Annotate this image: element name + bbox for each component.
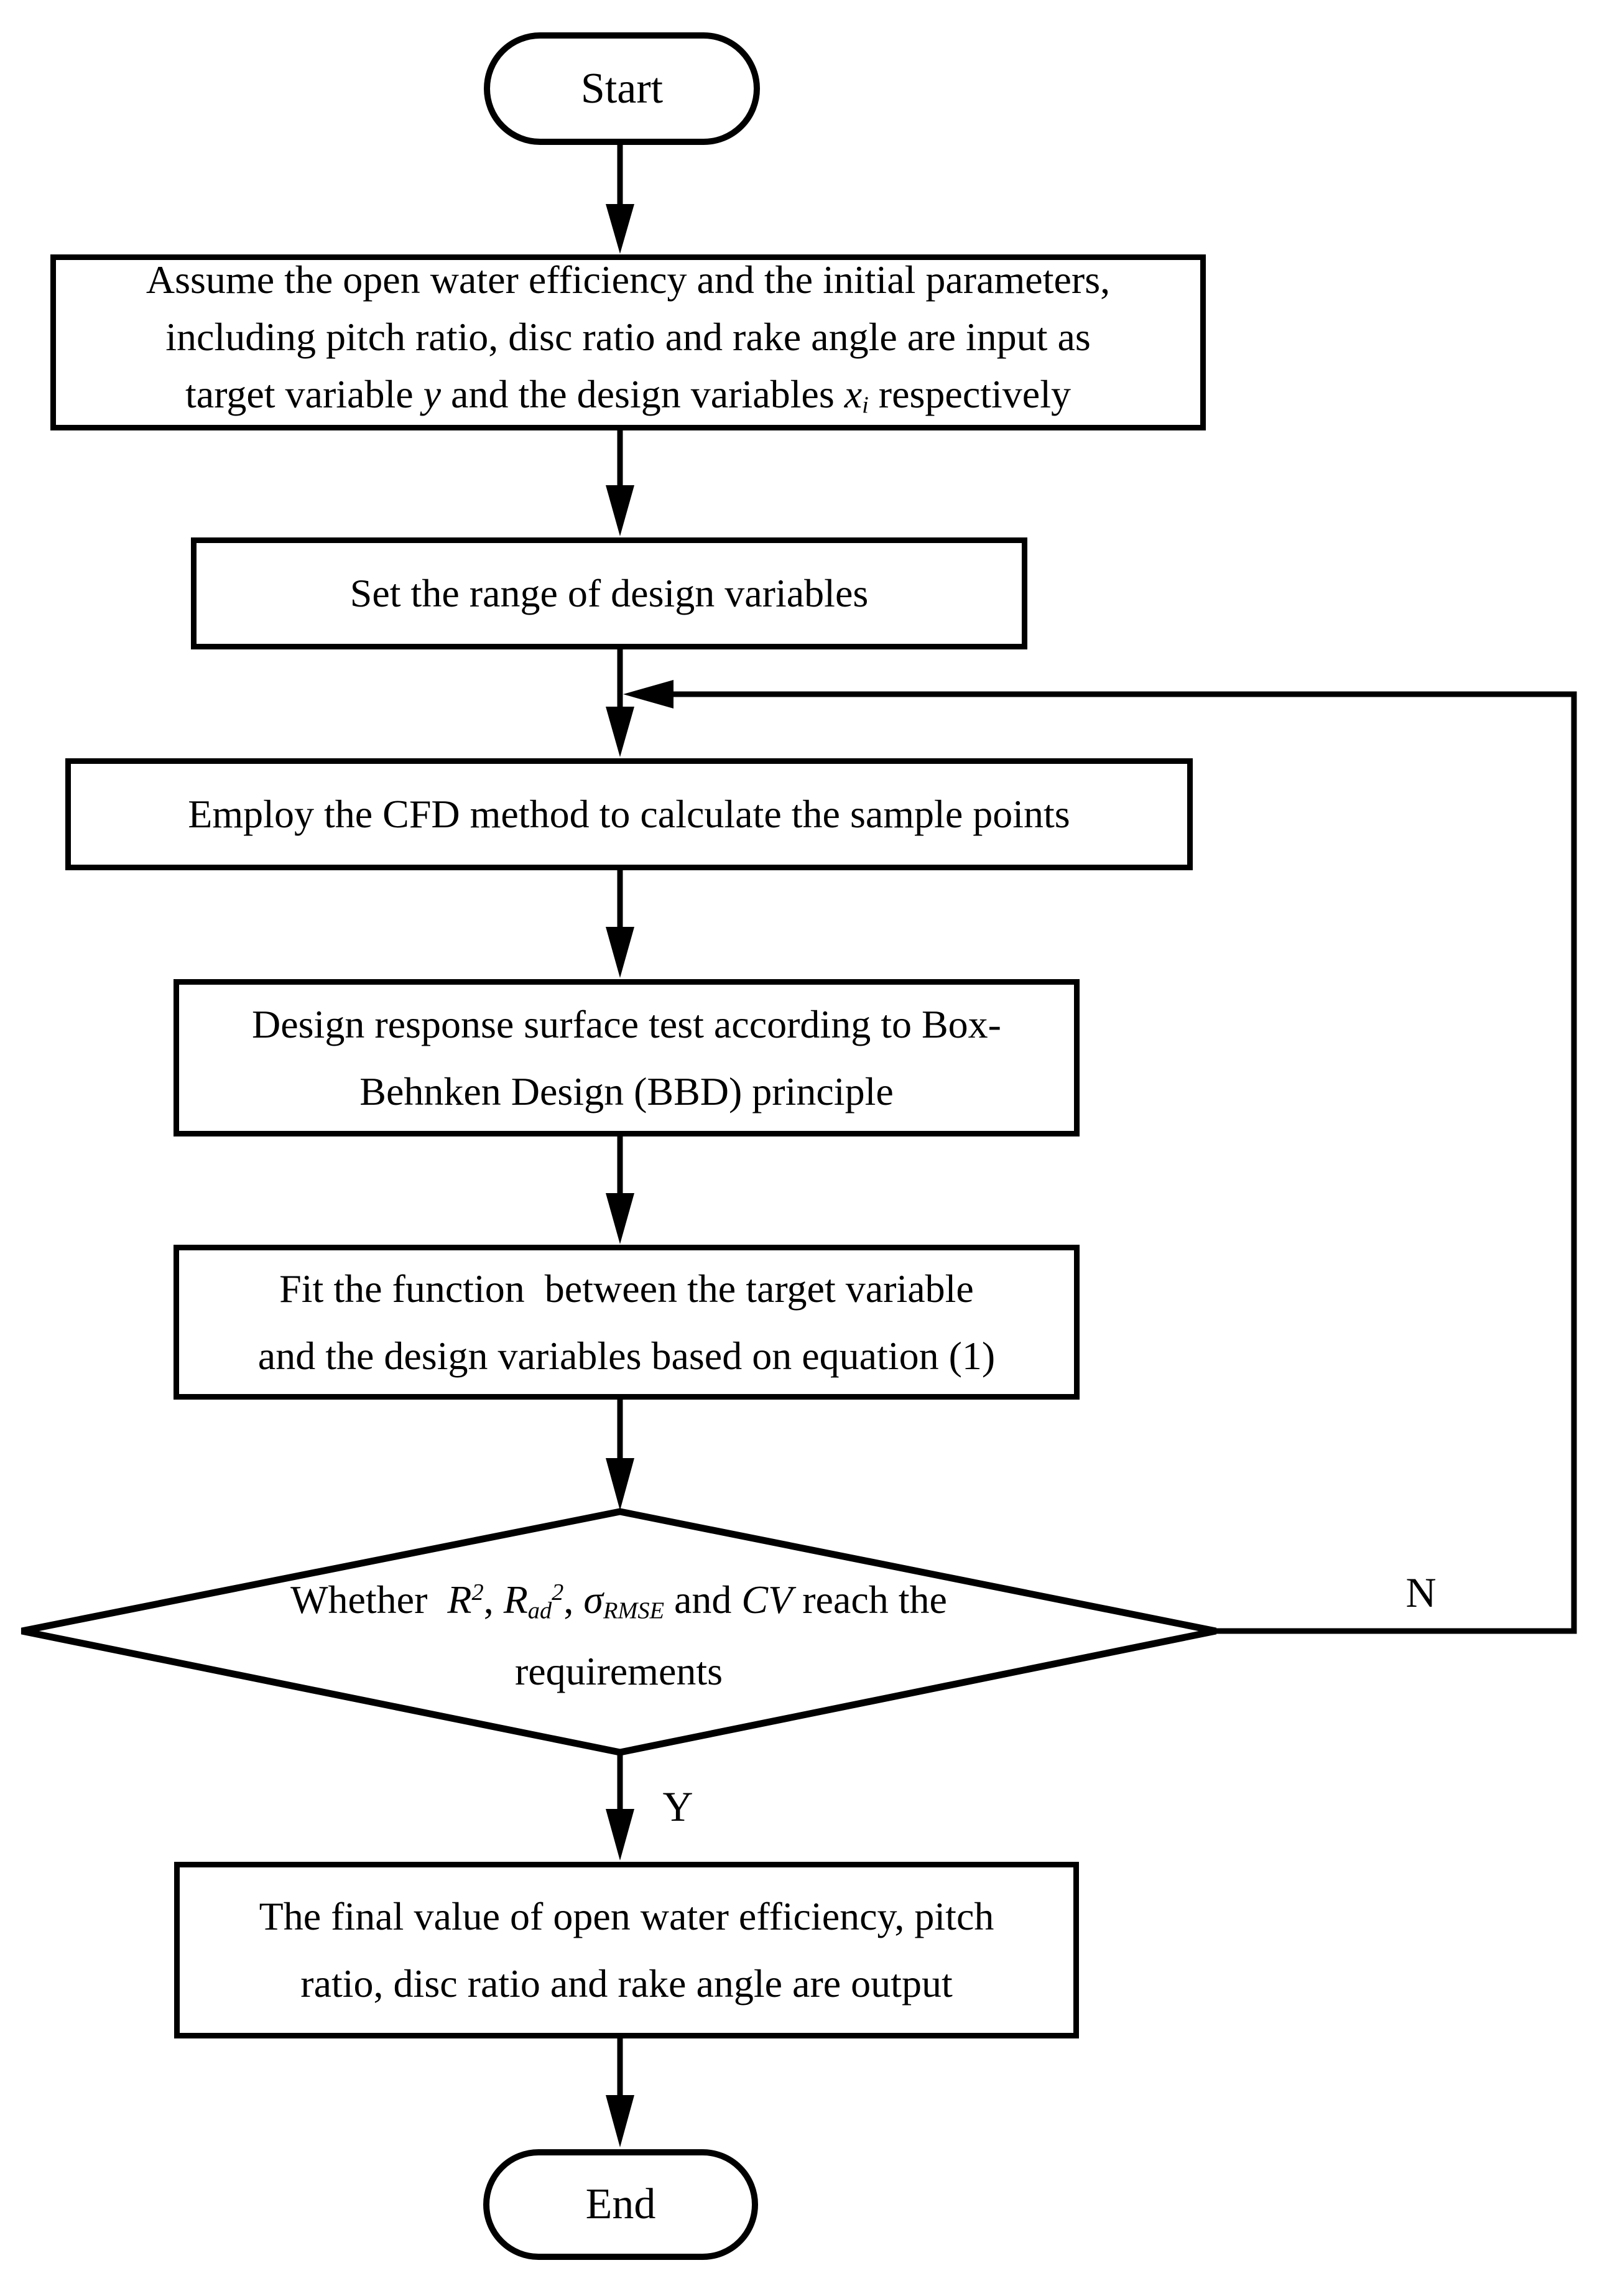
arrow-range-to-cfd [606,649,634,757]
cfd-node: Employ the CFD method to calculate the s… [65,758,1193,870]
arrow-decision-to-output [606,1752,634,1861]
no-branch-label: N [1405,1569,1437,1616]
output-node: The final value of open water efficiency… [174,1862,1079,2038]
arrow-start-to-assume [606,145,634,254]
end-label: End [585,2180,656,2228]
bbd-text: Design response surface test according t… [252,1002,1001,1113]
start-label: Start [580,64,664,113]
arrow-fit-to-decision [606,1400,634,1510]
cfd-text: Employ the CFD method to calculate the s… [188,792,1070,836]
no-feedback-connector [623,680,1577,1634]
bbd-node: Design response surface test according t… [174,979,1080,1136]
decision-text: Whether R2, Rad2, σRMSE and CV reach the… [290,1577,947,1694]
fit-text: Fit the function between the target vari… [257,1266,996,1378]
assume-input-text: Assume the open water efficiency and the… [146,257,1111,419]
arrow-assume-to-range [606,430,634,536]
assume-input-node: Assume the open water efficiency and the… [50,254,1206,430]
start-node: Start [484,32,760,145]
arrow-bbd-to-fit [606,1136,634,1244]
arrow-cfd-to-bbd [606,870,634,978]
fit-node: Fit the function between the target vari… [174,1245,1080,1400]
output-text: The final value of open water efficiency… [259,1894,994,2006]
yes-branch-label: Y [662,1783,693,1830]
set-range-text: Set the range of design variables [349,571,869,615]
arrow-output-to-end [606,2038,634,2147]
end-node: End [483,2149,758,2260]
set-range-node: Set the range of design variables [191,537,1027,649]
